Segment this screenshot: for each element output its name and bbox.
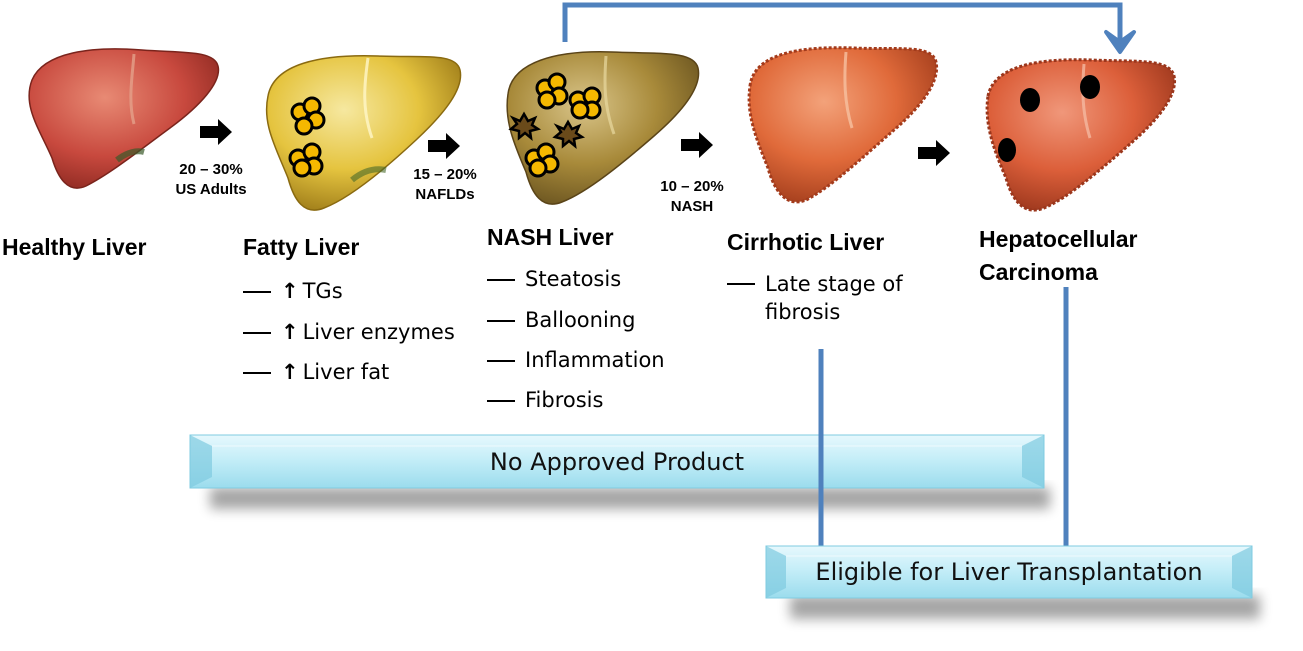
cirrhotic-feature-label: Late stage of fibrosis	[765, 272, 903, 324]
nash-feature-label: Fibrosis	[525, 388, 604, 412]
up-arrow-icon: ↑	[281, 320, 299, 344]
dash-icon	[487, 360, 515, 362]
fat-droplet-cluster-icon	[568, 86, 602, 120]
dash-icon	[487, 279, 515, 281]
nash-feature-label: Inflammation	[525, 348, 665, 372]
fat-droplet-cluster-icon	[290, 96, 326, 136]
dash-icon	[727, 283, 755, 285]
dash-icon	[487, 320, 515, 322]
transition-1-percent: 20 – 30%	[179, 161, 243, 178]
hcc-title-line2: Carcinoma	[979, 259, 1098, 285]
cirrhotic-feature-item: Late stage of fibrosis	[727, 270, 915, 326]
up-arrow-icon: ↑	[281, 279, 299, 303]
tumor-nodule-icon	[1020, 88, 1040, 112]
no-approved-product-bar: No Approved Product	[190, 435, 1044, 488]
nash-feature-item: Inflammation	[487, 346, 665, 374]
fat-droplet-cluster-icon	[535, 72, 569, 110]
fatty-feature-label: Liver fat	[302, 360, 390, 384]
liver-transplantation-bar: Eligible for Liver Transplantation	[766, 546, 1252, 598]
dash-icon	[243, 372, 271, 374]
nash-feature-item: Fibrosis	[487, 386, 603, 414]
right-arrow-icon	[918, 140, 950, 166]
nash-to-hcc-connector	[562, 2, 1136, 54]
nash-feature-item: Ballooning	[487, 306, 635, 334]
transplant-bar-shape	[765, 545, 1253, 599]
tumor-nodule-icon	[1080, 75, 1100, 99]
transition-2-label: 15 – 20% NAFLDs	[400, 165, 490, 205]
transition-2-population: NAFLDs	[415, 186, 475, 203]
dash-icon	[487, 400, 515, 402]
nash-feature-item: Steatosis	[487, 265, 621, 293]
tumor-nodule-icon	[998, 138, 1016, 162]
fat-droplet-cluster-icon	[524, 142, 560, 178]
right-arrow-icon	[681, 132, 713, 158]
cirrhotic-liver-title: Cirrhotic Liver	[727, 229, 885, 255]
nash-feature-label: Steatosis	[525, 267, 622, 291]
fatty-feature-item: ↑TGs	[243, 277, 343, 305]
dash-icon	[243, 332, 271, 334]
fatty-liver-title: Fatty Liver	[243, 234, 360, 260]
cirrhotic-liver-image	[747, 46, 939, 204]
hcc-title-line1: Hepatocellular	[979, 226, 1138, 252]
up-arrow-icon: ↑	[281, 360, 299, 384]
fatty-feature-item: ↑Liver fat	[243, 358, 389, 386]
nash-feature-label: Ballooning	[525, 308, 636, 332]
nash-liver-title: NASH Liver	[487, 224, 614, 250]
transition-2-percent: 15 – 20%	[413, 166, 477, 183]
right-arrow-icon	[200, 119, 232, 145]
transition-3-percent: 10 – 20%	[660, 178, 724, 195]
liver-transplantation-label: Eligible for Liver Transplantation	[815, 558, 1203, 586]
no-approved-product-bar-shape	[189, 434, 1045, 489]
healthy-liver-title: Healthy Liver	[2, 234, 147, 260]
healthy-liver-image	[28, 48, 220, 189]
dash-icon	[243, 291, 271, 293]
transition-3-label: 10 – 20% NASH	[647, 177, 737, 217]
fat-droplet-cluster-icon	[288, 142, 324, 178]
fatty-feature-item: ↑Liver enzymes	[243, 318, 455, 346]
right-arrow-icon	[428, 133, 460, 159]
ballooned-cell-icon	[552, 119, 586, 150]
fatty-feature-label: Liver enzymes	[302, 320, 455, 344]
no-approved-product-label: No Approved Product	[489, 447, 745, 476]
transition-1-population: US Adults	[175, 181, 247, 198]
fatty-feature-label: TGs	[302, 279, 343, 303]
transition-3-population: NASH	[670, 198, 714, 215]
ballooned-cell-icon	[508, 111, 542, 142]
transition-1-label: 20 – 30% US Adults	[166, 160, 256, 200]
